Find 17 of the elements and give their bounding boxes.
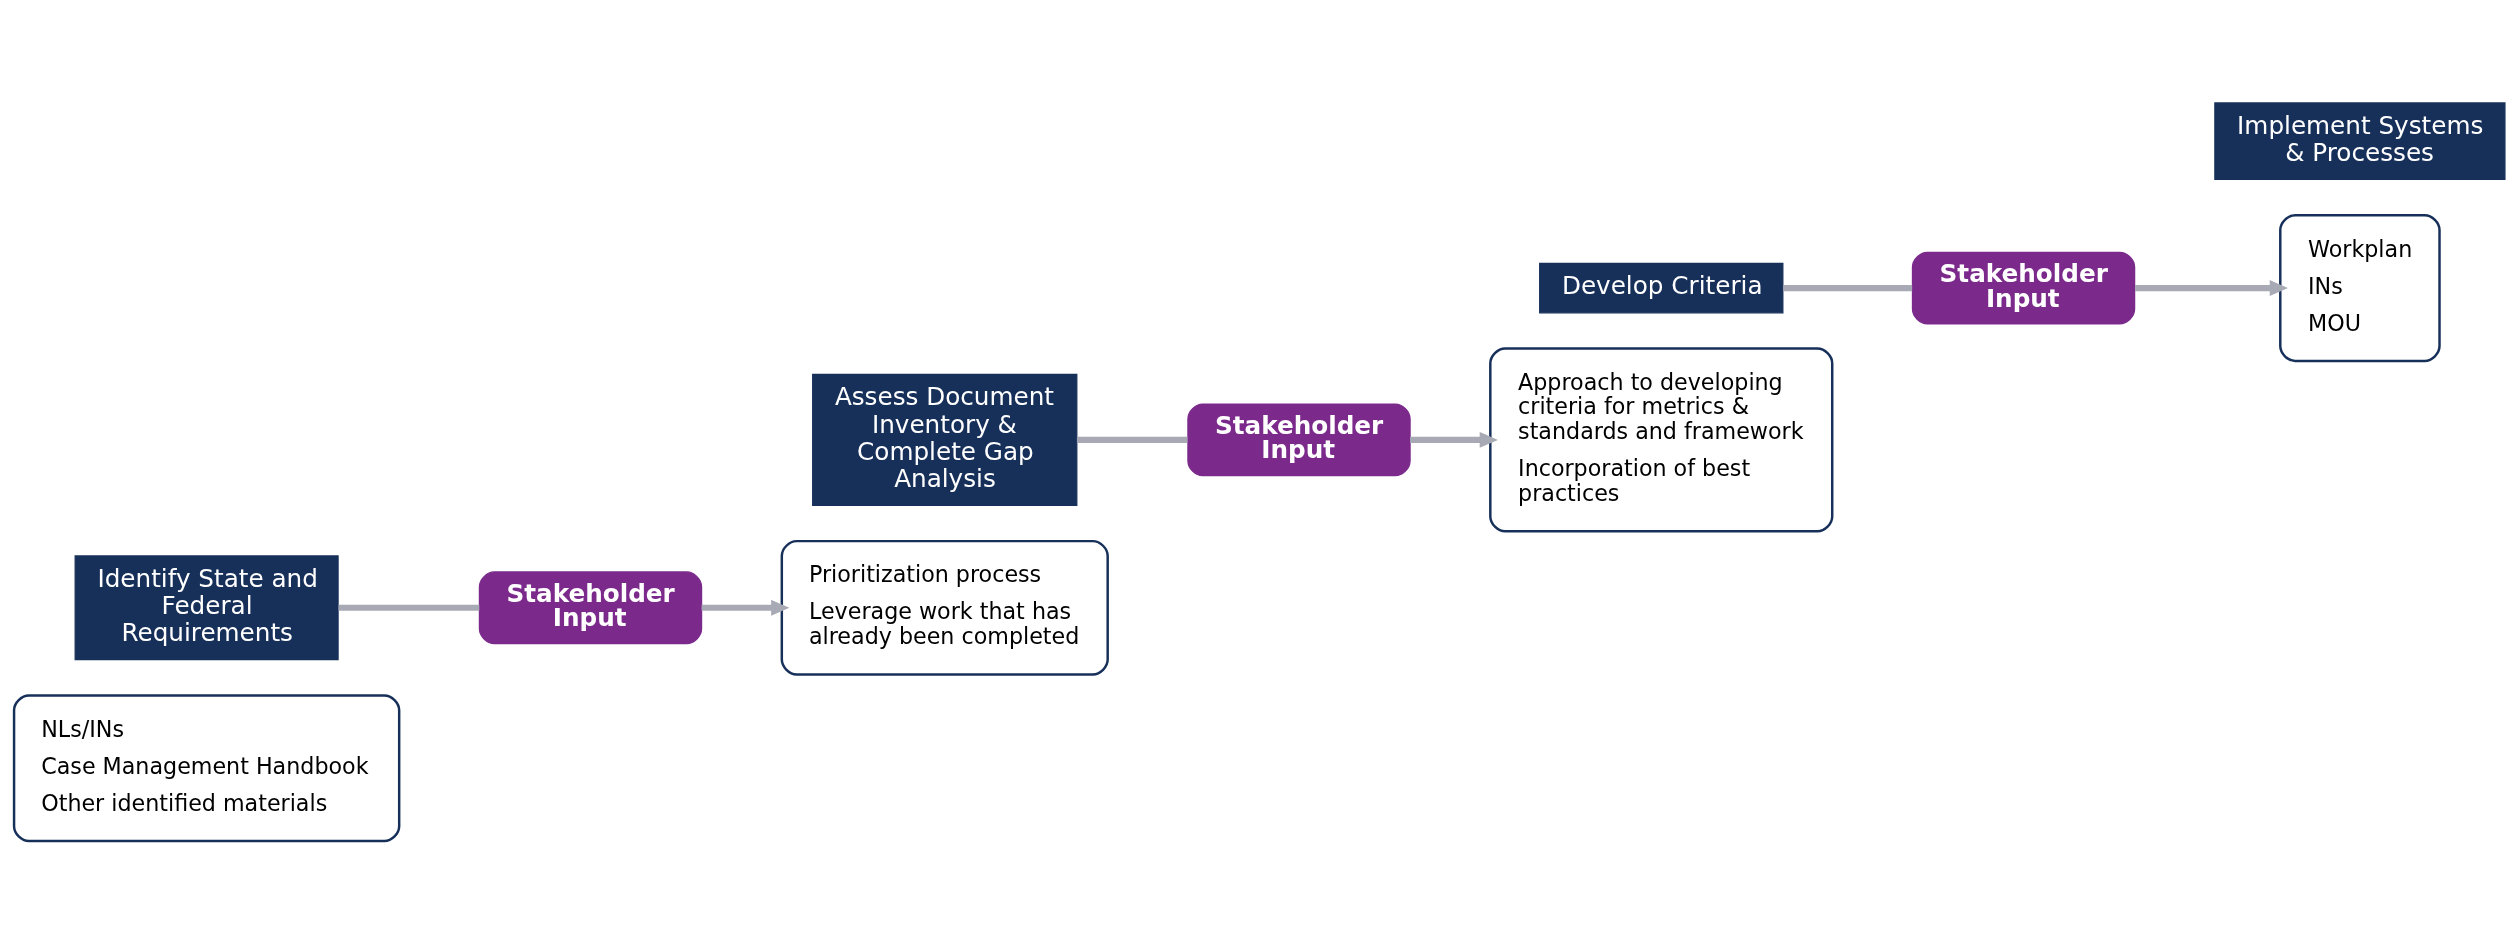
node-box: Stakeholder Input (1187, 403, 1411, 477)
connector (1076, 436, 1188, 443)
node-box: Develop Criteria (1539, 262, 1784, 314)
node-box: Workplan INs MOU (2279, 214, 2441, 363)
connector (338, 604, 480, 611)
connector (1783, 285, 1913, 292)
node-box: Prioritization process Leverage work that has already been completed (780, 539, 1109, 676)
arrow (701, 599, 790, 616)
node-box: Stakeholder Input (1911, 251, 2136, 325)
node-box: Approach to developing criteria for metrics & standards and framework Incorporation of best practices (1489, 347, 1834, 533)
node-box: Implement Systems & Processes (2214, 102, 2506, 181)
node-box: Assess Document Inventory & Complete Gap Analysis (812, 373, 1078, 506)
arrow (1410, 431, 1498, 448)
node-box: Stakeholder Input (478, 571, 703, 645)
arrow (2135, 280, 2288, 297)
node-box: Identify State and Federal Requirements (74, 555, 339, 661)
node-box: NLs/INs Case Management Handbook Other identified materials (12, 694, 401, 843)
